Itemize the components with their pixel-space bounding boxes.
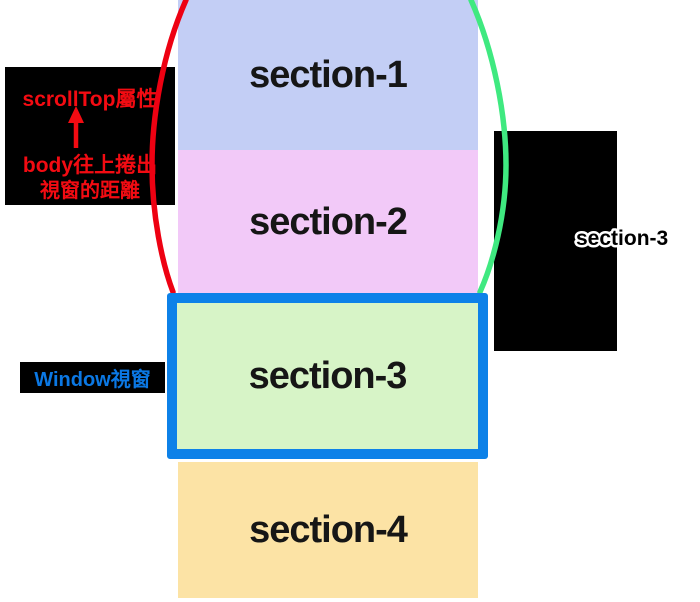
window-viewport-callout: Window視窗 [20,362,165,393]
section-4-label: section-4 [249,508,408,551]
section-2-block: section-2 [178,150,478,295]
scroll-distance-label-line1: body往上捲出 [22,154,158,177]
scrolltop-callout: scrollTop屬性 body往上捲出 視窗的距離 [5,67,175,205]
section-4-block: section-4 [178,462,478,598]
section-1-label: section-1 [249,53,408,96]
right-section-callout [494,131,617,351]
scrolltop-property-label: scrollTop屬性 [22,88,158,111]
window-viewport-label: Window視窗 [34,369,151,391]
section-3-label: section-3 [248,354,408,397]
scroll-distance-label-line2: 視窗的距離 [40,180,140,202]
section-2-label: section-2 [249,201,408,243]
section-1-block: section-1 [178,0,478,150]
window-viewport-frame: section-3 [167,293,488,459]
